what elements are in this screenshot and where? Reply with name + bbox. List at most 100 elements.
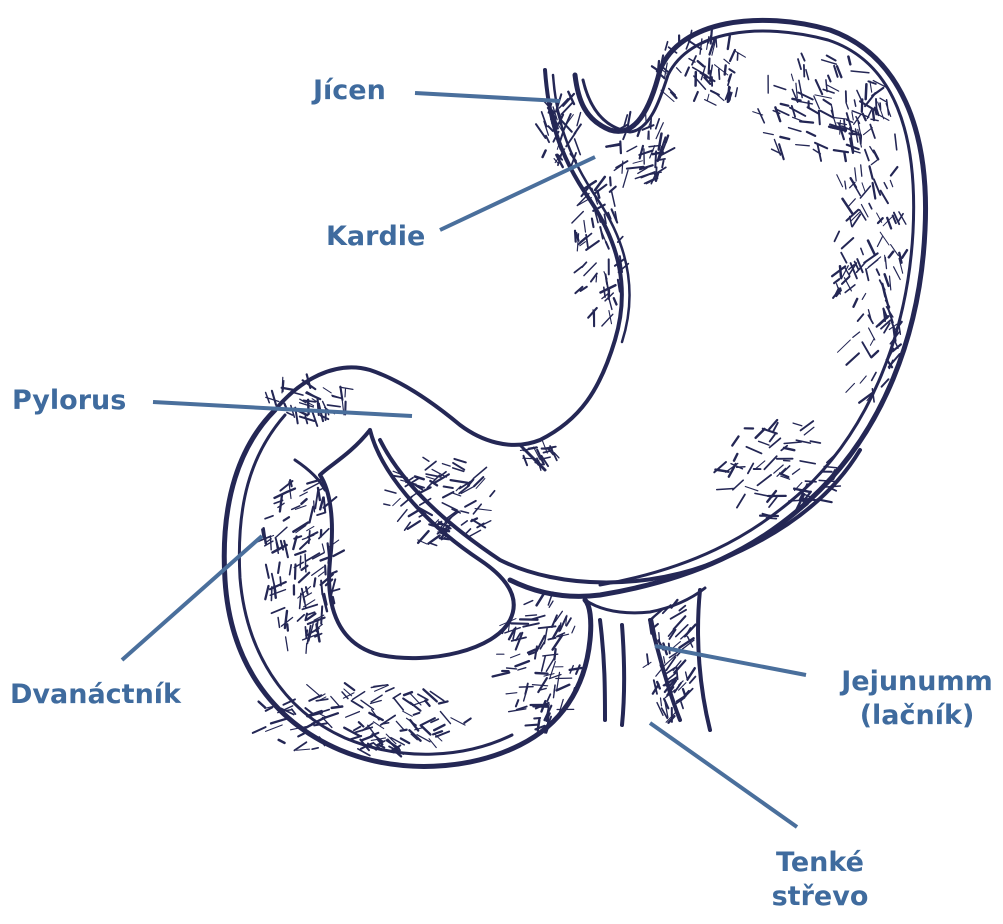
hatch-stroke xyxy=(877,269,880,275)
hatch-stroke xyxy=(845,181,846,189)
hatch-stroke xyxy=(300,556,301,568)
hatch-stroke xyxy=(574,267,581,273)
hatch-stroke xyxy=(557,685,570,691)
hatch-stroke xyxy=(425,701,429,706)
hatch-stroke xyxy=(280,495,282,512)
hatch-stroke xyxy=(890,180,892,186)
hatch-stroke xyxy=(426,477,435,480)
hatch-stroke xyxy=(736,88,738,97)
hatch-stroke xyxy=(538,720,540,730)
hatch-stroke xyxy=(796,83,797,98)
hatch-stroke xyxy=(418,694,428,700)
hatch-stroke xyxy=(262,530,263,538)
hatch-stroke xyxy=(782,466,790,474)
hatch-stroke xyxy=(270,582,286,589)
hatch-stroke xyxy=(346,712,360,718)
hatch-stroke xyxy=(852,111,869,117)
leader-line-small-intestine xyxy=(650,723,797,827)
hatch-stroke xyxy=(259,702,266,708)
hatch-stroke xyxy=(393,498,401,505)
hatch-stroke xyxy=(789,500,807,501)
hatch-stroke xyxy=(665,42,667,50)
hatch-stroke xyxy=(716,37,717,47)
hatch-stroke xyxy=(815,95,832,98)
hatch-stroke xyxy=(306,393,320,399)
hatch-stroke xyxy=(873,183,876,199)
hatch-stroke xyxy=(386,688,394,692)
hatch-stroke xyxy=(864,128,873,135)
hatch-stroke xyxy=(869,328,875,340)
hatch-stroke xyxy=(305,554,306,572)
hatch-stroke xyxy=(716,470,729,472)
hatch-stroke xyxy=(286,637,288,651)
hatch-stroke xyxy=(526,615,537,616)
hatch-stroke xyxy=(394,698,404,710)
hatch-stroke xyxy=(826,85,838,92)
hatch-stroke xyxy=(352,701,363,708)
hatch-stroke xyxy=(265,586,268,599)
hatch-stroke xyxy=(301,499,306,504)
hatch-stroke xyxy=(544,447,556,449)
hatch-stroke xyxy=(606,242,609,249)
hatch-stroke xyxy=(826,486,841,487)
hatch-stroke xyxy=(871,119,878,121)
hatch-stroke xyxy=(781,104,789,106)
hatch-stroke xyxy=(840,266,841,278)
hatch-stroke xyxy=(333,597,334,603)
hatch-stroke xyxy=(305,416,307,423)
hatch-stroke xyxy=(606,144,620,147)
hatch-stroke xyxy=(302,589,305,603)
hatch-stroke xyxy=(282,377,283,393)
hatch-stroke xyxy=(806,70,809,80)
hatch-stroke xyxy=(516,700,518,706)
hatch-stroke xyxy=(295,551,305,555)
label-jejunum-line2: (lačník) xyxy=(834,699,1000,733)
hatch-stroke xyxy=(437,522,442,526)
duodenum-inner-outline xyxy=(320,430,514,658)
hatch-stroke xyxy=(791,74,793,81)
hatch-stroke xyxy=(856,129,858,142)
hatch-stroke xyxy=(895,134,897,150)
hatch-stroke xyxy=(407,718,417,725)
hatch-stroke xyxy=(284,517,289,520)
stomach-shading xyxy=(253,29,907,756)
hatch-stroke xyxy=(519,687,533,688)
hatch-stroke xyxy=(314,723,327,725)
hatch-stroke xyxy=(728,36,730,49)
hatch-stroke xyxy=(345,683,355,690)
label-esophagus: Jícen xyxy=(313,74,386,108)
hatch-stroke xyxy=(579,234,592,245)
hatch-stroke xyxy=(493,673,510,677)
hatch-stroke xyxy=(393,694,400,699)
hatch-stroke xyxy=(890,276,891,290)
hatch-stroke xyxy=(287,413,293,416)
hatch-stroke xyxy=(842,238,854,248)
hatch-stroke xyxy=(316,699,328,701)
hatch-stroke xyxy=(461,511,469,513)
hatch-stroke xyxy=(869,204,872,209)
hatch-stroke xyxy=(596,276,597,282)
hatch-stroke xyxy=(767,518,777,519)
hatch-stroke xyxy=(846,103,848,109)
hatch-stroke xyxy=(272,391,276,405)
label-cardia: Kardie xyxy=(326,220,425,254)
hatch-stroke xyxy=(746,447,761,454)
hatch-stroke xyxy=(700,39,702,54)
hatch-stroke xyxy=(730,50,735,61)
hatch-stroke xyxy=(874,151,879,160)
hatch-stroke xyxy=(334,551,344,557)
hatch-stroke xyxy=(288,489,295,492)
hatch-stroke xyxy=(784,448,794,450)
hatch-stroke xyxy=(664,657,665,664)
hatch-stroke xyxy=(834,279,839,283)
hatch-stroke xyxy=(854,100,855,106)
hatch-stroke xyxy=(265,516,273,519)
hatch-stroke xyxy=(801,54,804,61)
hatch-stroke xyxy=(275,527,287,538)
hatch-stroke xyxy=(307,526,314,530)
hatch-stroke xyxy=(440,538,450,539)
hatch-stroke xyxy=(764,456,776,469)
hatch-stroke xyxy=(732,437,738,446)
hatch-stroke xyxy=(548,126,553,131)
hatch-stroke xyxy=(554,685,556,698)
